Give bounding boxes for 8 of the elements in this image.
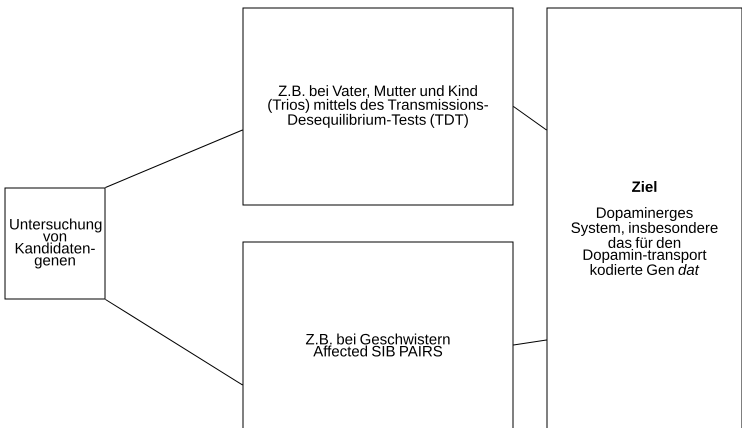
connector-line [513,106,547,130]
text-box: Ziel Dopaminerges System, insbesondere das für den Dopamin-transport kodierte Gen dat [546,8,742,428]
text-box: Z.B. bei Vater, Mutter und Kind (Trios) mittels des Transmissions-Desequilibrium-Tests (TDT) [242,8,514,206]
connector-line [105,130,243,188]
connector-line [513,339,547,346]
text-box: Z.B. bei Geschwistern Affected SIB PAIRS [242,242,514,428]
text-box: Untersuchung von Kandidaten-genen [4,188,106,300]
connector-line [105,299,243,386]
